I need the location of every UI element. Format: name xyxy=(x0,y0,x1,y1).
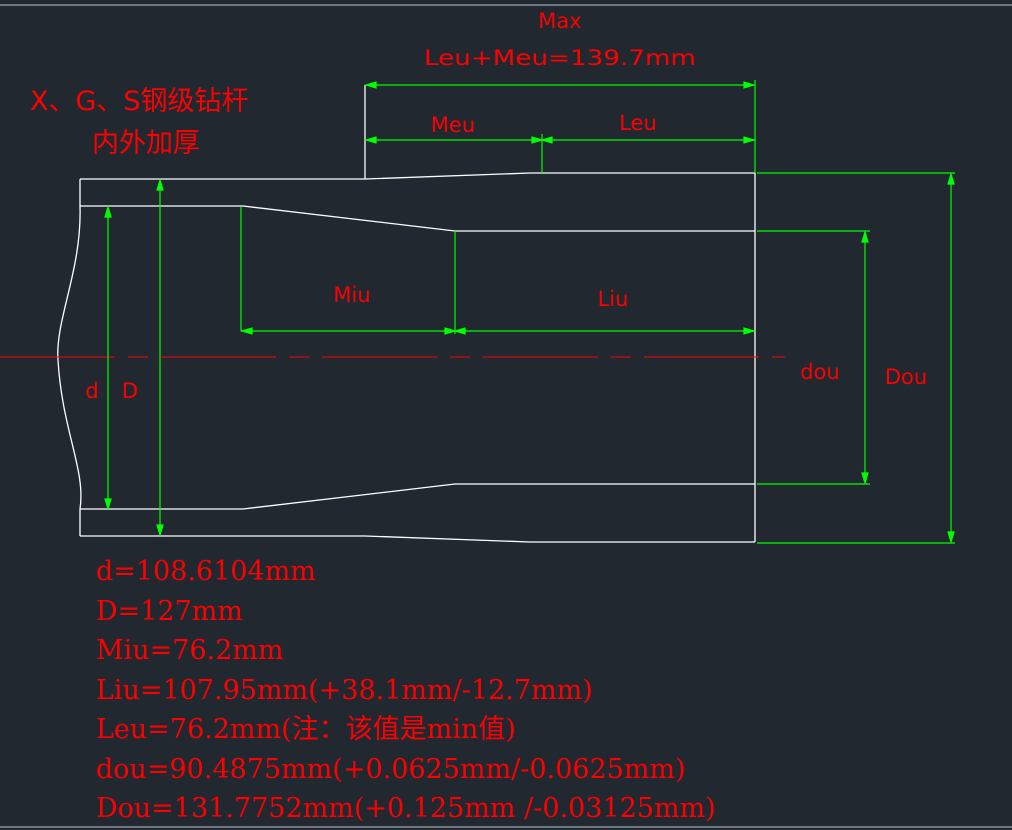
label-Dou: Dou xyxy=(885,365,927,389)
spec-line: Liu=107.95mm(+38.1mm/-12.7mm) xyxy=(96,675,593,706)
spec-line: D=127mm xyxy=(96,596,243,627)
label-dou: dou xyxy=(800,360,840,384)
inner-bottom-edge xyxy=(80,483,755,510)
inner-top-edge xyxy=(80,205,755,232)
drawing-title: X、G、S钢级钻杆 内外加厚 xyxy=(30,86,249,159)
outer-top-edge xyxy=(80,172,755,180)
spec-line: Miu=76.2mm xyxy=(96,635,284,666)
label-D: D xyxy=(122,379,138,403)
dimension-lines xyxy=(104,80,955,545)
break-line xyxy=(57,205,82,510)
dimension-labels: Max Leu+Meu=139.7mm Meu Leu Miu Liu d D … xyxy=(85,9,927,403)
spec-line: Leu=76.2mm(注：该值是min值) xyxy=(96,714,516,745)
label-max: Max xyxy=(538,9,581,33)
spec-line: d=108.6104mm xyxy=(96,556,316,587)
label-max-formula: Leu+Meu=139.7mm xyxy=(424,46,696,70)
label-d: d xyxy=(85,379,98,403)
outer-bottom-edge xyxy=(80,535,755,543)
title-line-2: 内外加厚 xyxy=(92,128,200,159)
spec-notes: d=108.6104mmD=127mmMiu=76.2mmLiu=107.95m… xyxy=(96,556,716,824)
spec-line: Dou=131.7752mm(+0.125mm /-0.03125mm) xyxy=(96,793,716,824)
label-leu: Leu xyxy=(619,111,657,135)
title-line-1: X、G、S钢级钻杆 xyxy=(30,86,249,117)
label-miu: Miu xyxy=(333,283,370,307)
label-meu: Meu xyxy=(431,113,475,137)
spec-line: dou=90.4875mm(+0.0625mm/-0.0625mm) xyxy=(96,754,686,785)
pipe-outline xyxy=(57,85,756,543)
label-liu: Liu xyxy=(598,287,629,311)
